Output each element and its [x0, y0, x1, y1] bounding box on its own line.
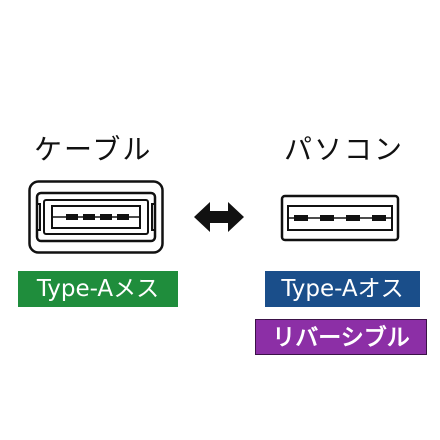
- type-a-male-tag: Type-Aオス: [265, 271, 420, 307]
- pc-label: パソコン: [284, 133, 405, 166]
- double-headed-arrow-icon: [194, 202, 244, 232]
- cable-label: ケーブル: [34, 133, 153, 166]
- reversible-tag: リバーシブル: [255, 319, 427, 355]
- usb-a-male-plug-icon: [280, 194, 400, 242]
- usb-a-female-port-icon: [28, 180, 164, 254]
- type-a-female-tag: Type-Aメス: [18, 271, 178, 307]
